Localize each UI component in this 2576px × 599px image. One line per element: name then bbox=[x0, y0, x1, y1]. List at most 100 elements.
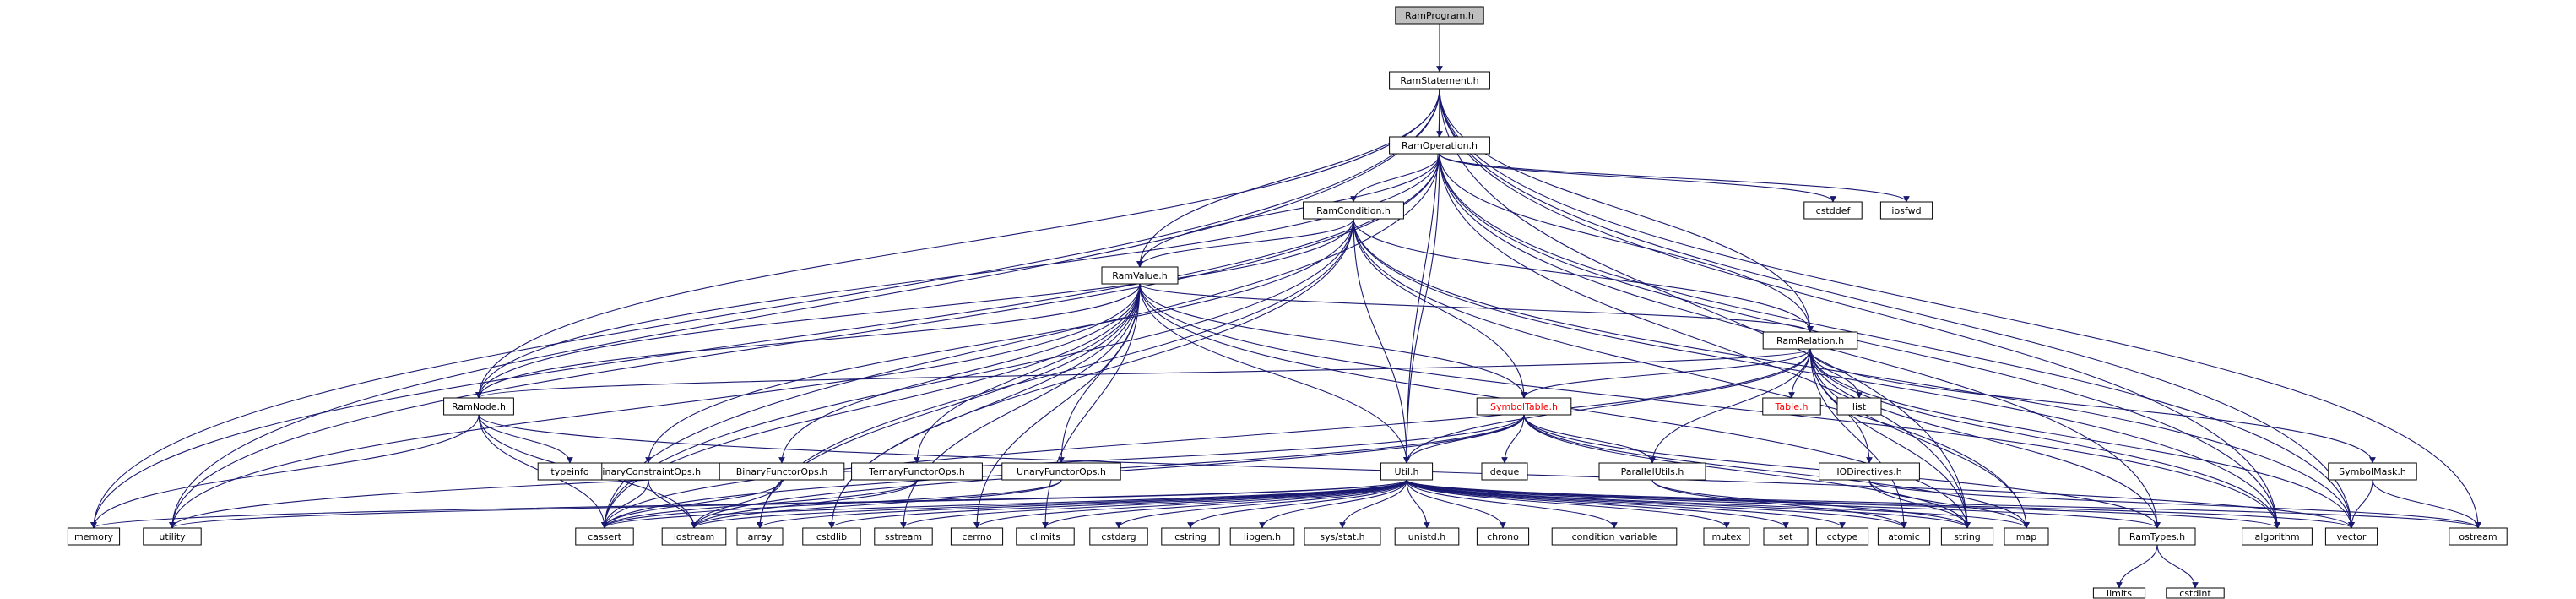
edge-Util-to-atomic bbox=[1406, 479, 1907, 529]
node-label-set: set bbox=[1779, 531, 1793, 542]
edge-RamCondition-to-BinaryConstraintOps bbox=[645, 218, 1354, 464]
edge-Util-to-algorithm bbox=[1406, 479, 2280, 529]
node-vector: vector bbox=[2324, 527, 2378, 546]
edge-Util-to-sysstat bbox=[1339, 479, 1407, 529]
node-TernaryFunctorOps[interactable]: TernaryFunctorOps.h bbox=[851, 462, 983, 481]
node-box-list bbox=[1836, 397, 1882, 416]
edge-RamNode-to-memory bbox=[90, 414, 480, 529]
node-sstream: sstream bbox=[874, 527, 933, 546]
node-ParallelUtils[interactable]: ParallelUtils.h bbox=[1598, 462, 1706, 481]
node-list: list bbox=[1836, 397, 1882, 416]
node-label-array: array bbox=[748, 531, 773, 542]
node-RamCondition[interactable]: RamCondition.h bbox=[1303, 201, 1404, 220]
node-typeinfo: typeinfo bbox=[537, 462, 603, 481]
node-RamStatement[interactable]: RamStatement.h bbox=[1389, 71, 1490, 90]
node-box-RamStatement bbox=[1389, 71, 1490, 90]
edge-RamOperation-to-algorithm bbox=[1439, 153, 2280, 529]
edge-Util-to-cstdarg bbox=[1115, 479, 1407, 529]
edge-Util-to-climits bbox=[1042, 479, 1407, 529]
node-label-ostream: ostream bbox=[2459, 531, 2497, 542]
node-label-RamCondition: RamCondition.h bbox=[1316, 205, 1391, 216]
edge-BinaryConstraintOps-to-cassert bbox=[601, 479, 649, 529]
node-box-utility bbox=[143, 527, 202, 546]
edge-RamCondition-to-array bbox=[757, 218, 1354, 529]
node-box-TernaryFunctorOps bbox=[851, 462, 983, 481]
node-box-chrono bbox=[1476, 527, 1530, 546]
edge-RamRelation-to-algorithm bbox=[1809, 348, 2280, 529]
node-RamOperation[interactable]: RamOperation.h bbox=[1389, 136, 1490, 155]
node-label-cctype: cctype bbox=[1827, 531, 1858, 542]
node-box-string bbox=[1940, 527, 1994, 546]
edge-RamValue-to-BinaryFunctorOps bbox=[778, 283, 1141, 464]
edge-RamRelation-to-SymbolTable bbox=[1521, 348, 1811, 399]
node-box-climits bbox=[1016, 527, 1075, 546]
node-ostream: ostream bbox=[2449, 527, 2508, 546]
node-label-iosfwd: iosfwd bbox=[1891, 205, 1921, 216]
node-label-utility: utility bbox=[159, 531, 186, 542]
edge-RamValue-to-climits bbox=[1042, 283, 1141, 529]
edge-RamValue-to-TernaryFunctorOps bbox=[914, 283, 1141, 464]
node-label-iostream: iostream bbox=[674, 531, 714, 542]
node-box-limits bbox=[2092, 587, 2146, 599]
node-box-RamTypes bbox=[2118, 527, 2196, 546]
node-box-vector bbox=[2324, 527, 2378, 546]
node-climits: climits bbox=[1016, 527, 1075, 546]
edge-RamOperation-to-RamRelation bbox=[1439, 153, 1814, 333]
node-box-SymbolTable bbox=[1476, 397, 1572, 416]
node-BinaryFunctorOps[interactable]: BinaryFunctorOps.h bbox=[719, 462, 845, 481]
edge-RamValue-to-cstdlib bbox=[828, 283, 1141, 529]
edge-Util-to-set bbox=[1406, 479, 1789, 529]
node-box-sstream bbox=[874, 527, 933, 546]
edge-RamRelation-to-cassert bbox=[601, 348, 1811, 529]
node-label-cstdint: cstdint bbox=[2179, 588, 2211, 599]
edge-Util-to-chrono bbox=[1406, 479, 1506, 529]
node-label-limits: limits bbox=[2107, 588, 2132, 599]
node-UnaryFunctorOps[interactable]: UnaryFunctorOps.h bbox=[1001, 462, 1121, 481]
edge-RamRelation-to-RamNode bbox=[475, 348, 1811, 399]
node-Util[interactable]: Util.h bbox=[1380, 462, 1434, 481]
node-label-cstring: cstring bbox=[1174, 531, 1207, 542]
edge-RamStatement-to-algorithm bbox=[1439, 88, 2280, 529]
edge-RamStatement-to-utility bbox=[169, 88, 1440, 529]
edge-Util-to-cctype bbox=[1406, 479, 1846, 529]
edge-RamStatement-to-RamRelation bbox=[1439, 88, 1814, 333]
node-box-Util bbox=[1380, 462, 1434, 481]
edge-Util-to-condition_variable bbox=[1406, 479, 1618, 529]
edge-RamRelation-to-vector bbox=[1809, 348, 2355, 529]
edge-Util-to-mutex bbox=[1406, 479, 1730, 529]
nodes-layer: RamProgram.hRamStatement.hRamOperation.h… bbox=[67, 6, 2508, 599]
node-RamNode[interactable]: RamNode.h bbox=[443, 397, 514, 416]
node-label-RamOperation: RamOperation.h bbox=[1402, 140, 1478, 151]
node-label-Table: Table.h bbox=[1775, 401, 1809, 412]
node-box-cstddef bbox=[1803, 201, 1863, 220]
node-utility: utility bbox=[143, 527, 202, 546]
edge-Util-to-cassert bbox=[601, 479, 1407, 529]
node-unistd: unistd.h bbox=[1394, 527, 1460, 546]
node-IODirectives[interactable]: IODirectives.h bbox=[1819, 462, 1920, 481]
node-deque: deque bbox=[1481, 462, 1528, 481]
edge-RamValue-to-sstream bbox=[900, 283, 1141, 529]
node-box-Table bbox=[1762, 397, 1821, 416]
node-Table[interactable]: Table.h bbox=[1762, 397, 1821, 416]
node-label-list: list bbox=[1852, 401, 1867, 412]
node-RamRelation[interactable]: RamRelation.h bbox=[1762, 331, 1858, 350]
node-label-condition_variable: condition_variable bbox=[1572, 531, 1657, 542]
node-label-typeinfo: typeinfo bbox=[550, 466, 588, 477]
edge-RamValue-to-cassert bbox=[601, 283, 1141, 529]
node-box-unistd bbox=[1394, 527, 1460, 546]
node-box-RamProgram bbox=[1395, 6, 1484, 25]
node-box-ParallelUtils bbox=[1598, 462, 1706, 481]
edge-RamCondition-to-Util bbox=[1353, 218, 1410, 464]
node-box-ostream bbox=[2449, 527, 2508, 546]
node-RamValue[interactable]: RamValue.h bbox=[1101, 266, 1179, 285]
edge-RamStatement-to-Util bbox=[1403, 88, 1440, 464]
edge-Util-to-cstdlib bbox=[828, 479, 1407, 529]
node-box-IODirectives bbox=[1819, 462, 1920, 481]
node-label-memory: memory bbox=[74, 531, 113, 542]
edge-RamValue-to-RamRelation bbox=[1139, 283, 1814, 333]
node-SymbolMask[interactable]: SymbolMask.h bbox=[2328, 462, 2417, 481]
edge-RamNode-to-typeinfo bbox=[478, 414, 573, 464]
node-limits: limits bbox=[2092, 587, 2146, 599]
node-SymbolTable[interactable]: SymbolTable.h bbox=[1476, 397, 1572, 416]
node-RamTypes[interactable]: RamTypes.h bbox=[2118, 527, 2196, 546]
